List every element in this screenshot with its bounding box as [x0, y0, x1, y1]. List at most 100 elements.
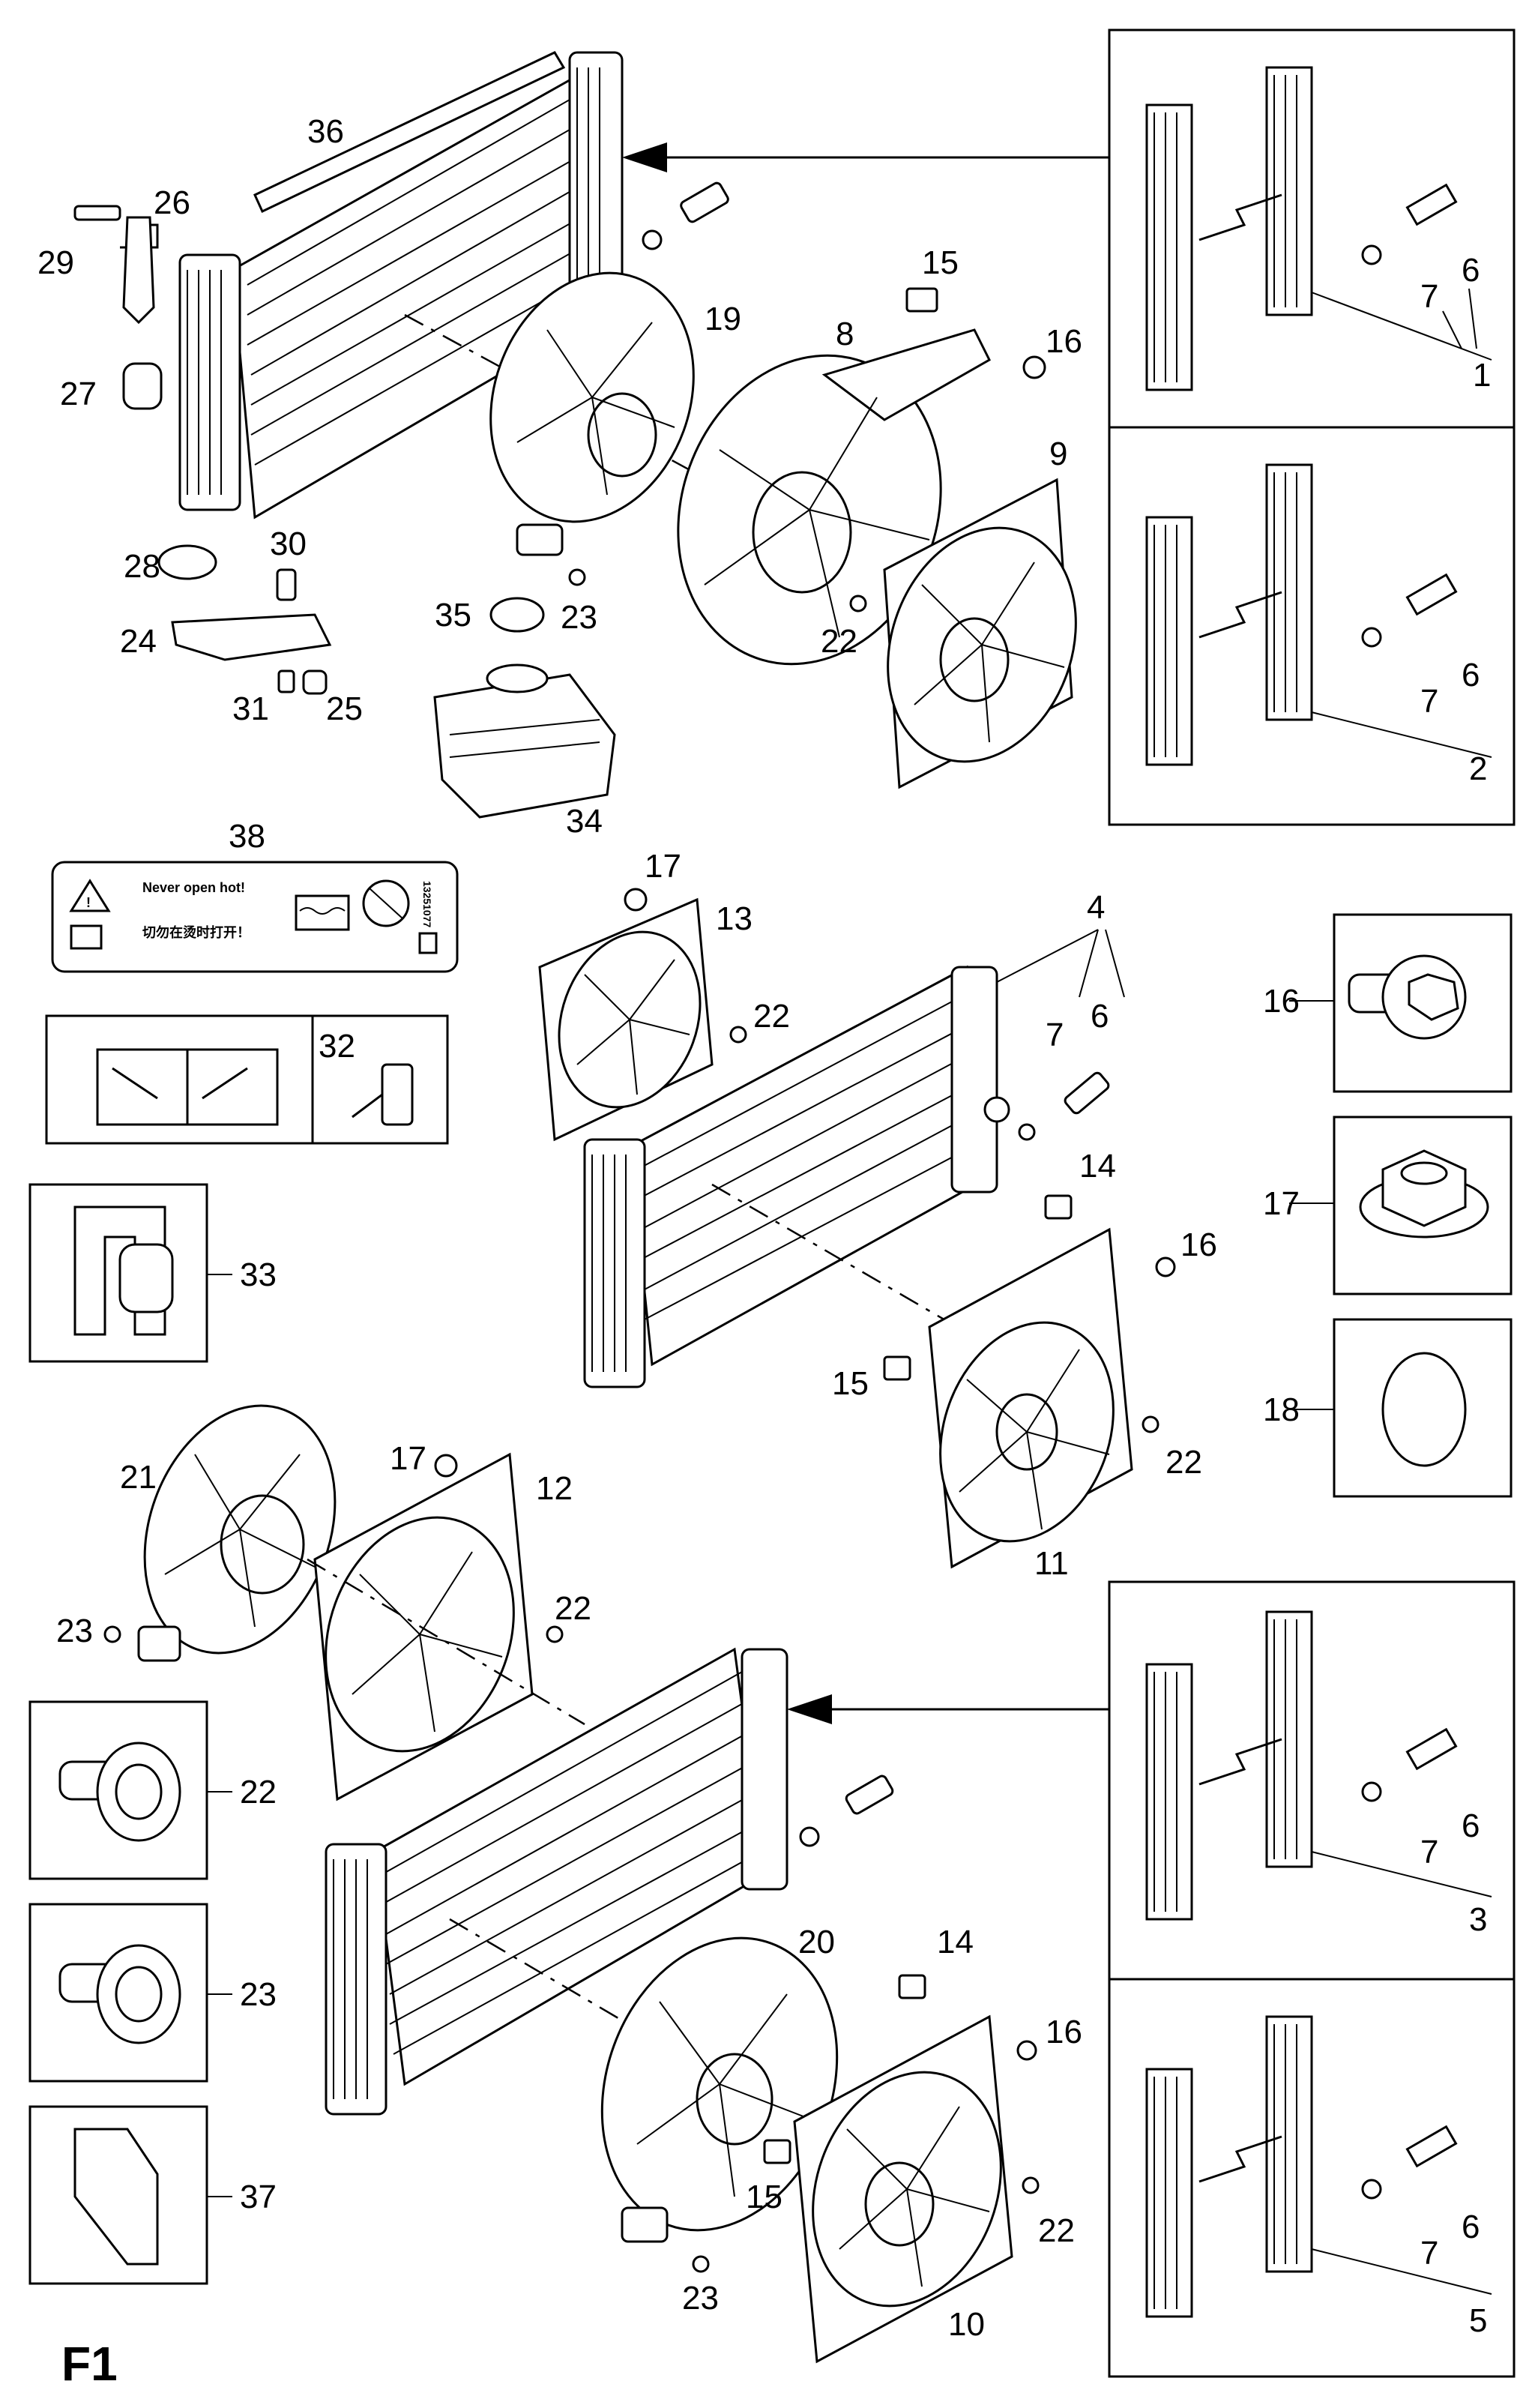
detail-pointer-arrows: [622, 142, 1109, 1724]
shroud-8: 8: [677, 316, 991, 666]
callout-6: 6: [1462, 252, 1480, 289]
screw-23: [103, 1625, 121, 1643]
callout-29: 29: [37, 244, 74, 281]
callout-23: 23: [561, 599, 597, 636]
callout-11: 11: [1034, 1545, 1069, 1582]
bolt-16: [1016, 2040, 1037, 2061]
callout-26: 26: [154, 184, 190, 221]
callout-4: 4: [1087, 889, 1105, 926]
callout-38: 38: [229, 818, 265, 855]
callout-30: 30: [270, 526, 307, 562]
bottom-radiator-assembly: 20 23 14 15 16 10 22: [325, 1647, 1082, 2364]
callout-9: 9: [1049, 436, 1067, 472]
bolt-29: [73, 205, 121, 221]
bushing-27: [122, 362, 163, 410]
callout-6: 6: [1091, 998, 1109, 1035]
inset-box-22: 22: [28, 1700, 277, 1880]
warning-part-code: 13251077: [421, 881, 433, 928]
callout-21: 21: [120, 1459, 157, 1496]
callout-19: 19: [705, 301, 741, 337]
bolt-16: [1022, 355, 1046, 379]
callout-5: 5: [1469, 2302, 1487, 2339]
callout-28: 28: [124, 548, 160, 585]
grommet-28: [157, 544, 217, 580]
bracket-24: [171, 613, 332, 661]
callout-8: 8: [836, 316, 854, 352]
warning-label-38: 38 ! Never open hot! 切勿在烫时打开！ 13251077: [51, 818, 459, 973]
callout-2: 2: [1469, 750, 1487, 787]
screw-22: [1022, 2176, 1040, 2194]
screw-22: [1142, 1415, 1159, 1433]
callout-24: 24: [120, 623, 157, 660]
callout-7: 7: [1420, 683, 1438, 720]
shroud-9: 9: [883, 436, 1077, 789]
callout-16: 16: [1263, 983, 1300, 1020]
warning-text-cn: 切勿在烫时打开！: [142, 924, 250, 940]
callout-36: 36: [307, 113, 344, 150]
fan-20-connector: [621, 2206, 669, 2243]
callout-27: 27: [60, 376, 97, 412]
detail-box-radiator-3: 6 7 3: [1108, 1580, 1516, 1981]
callout-22: 22: [821, 623, 857, 660]
callout-13: 13: [716, 900, 753, 937]
callout-12: 12: [536, 1470, 573, 1507]
callout-6: 6: [1462, 657, 1480, 693]
callout-7: 7: [1420, 278, 1438, 315]
callout-3: 3: [1469, 1901, 1487, 1938]
top-radiator-assembly: 36 26 29 27 28 30 24 31 25: [37, 51, 915, 727]
cap-35: [489, 597, 545, 633]
nut-17: [434, 1454, 458, 1478]
manual-box-32: 32: [45, 1014, 449, 1145]
callout-1: 1: [1473, 357, 1491, 394]
callout-16: 16: [1180, 1226, 1217, 1263]
screw-22: [729, 1026, 747, 1044]
callout-10: 10: [948, 2306, 985, 2343]
bolt-30: [276, 568, 297, 601]
fan-21-connector: [137, 1625, 181, 1662]
callout-22: 22: [1165, 1444, 1202, 1481]
callout-15: 15: [746, 2179, 782, 2215]
clip-15: [905, 287, 938, 313]
callout-23: 23: [240, 1976, 277, 2013]
callout-23: 23: [682, 2280, 719, 2317]
exclamation-mark-icon: !: [86, 895, 91, 910]
callout-17: 17: [1263, 1185, 1300, 1222]
callout-18: 18: [1263, 1391, 1300, 1428]
shroud-12: 12 22: [313, 1452, 591, 1802]
callout-6: 6: [1462, 2209, 1480, 2245]
callout-22: 22: [555, 1590, 591, 1627]
nut-17: [624, 888, 648, 912]
wrench-icon: [112, 1067, 248, 1100]
callout-25: 25: [326, 690, 363, 727]
callout-37: 37: [240, 2179, 277, 2215]
callout-32: 32: [319, 1028, 355, 1065]
callout-6: 6: [1462, 1807, 1480, 1844]
callout-7: 7: [1420, 1834, 1438, 1870]
fan-19-connector: [516, 523, 564, 556]
middle-radiator-assembly: 17 13 22 4 7 6 14 16 11 15 22: [538, 848, 1217, 1582]
fluid-bottle-icon: [381, 1063, 414, 1126]
screw-23: [568, 568, 586, 586]
warning-text-en: Never open hot!: [142, 880, 245, 895]
seal-strip-36: [253, 51, 566, 214]
detail-box-radiator-1: 6 7 1: [1108, 28, 1516, 429]
fan-19: 19: [489, 271, 741, 556]
callout-7: 7: [1420, 2235, 1438, 2272]
manual-book-icon: [70, 924, 103, 950]
callout-31: 31: [232, 690, 269, 727]
detail-box-radiator-5: 6 7 5: [1108, 1978, 1516, 2378]
figure-code: F1: [61, 2337, 118, 2391]
reservoir-34: 34: [433, 663, 616, 840]
callout-14: 14: [937, 1924, 974, 1960]
radiator-right-tank: [741, 1648, 788, 1891]
callout-20: 20: [798, 1924, 835, 1960]
callout-22: 22: [1038, 2212, 1075, 2249]
clip-14: [1044, 1194, 1073, 1220]
callout-7: 7: [1046, 1017, 1064, 1053]
clip-15: [763, 2139, 791, 2164]
inset-box-16: 16: [1263, 913, 1513, 1093]
callout-15: 15: [832, 1365, 869, 1402]
inset-box-37: 37: [28, 2105, 277, 2285]
callout-14: 14: [1079, 1148, 1116, 1185]
